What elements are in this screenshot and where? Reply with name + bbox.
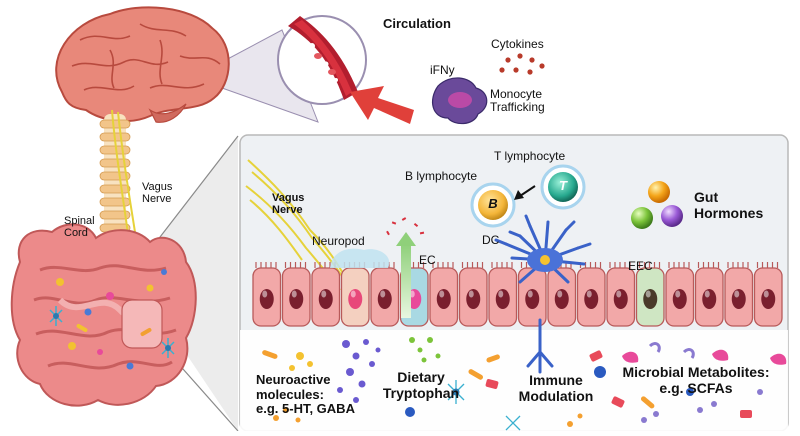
microvilli [638, 262, 661, 268]
label-dietary-tryptophan: Dietary Tryptophan [378, 369, 464, 401]
nucleus-highlight [763, 290, 769, 298]
label-neuroactive-line3: e.g. 5-HT, GABA [256, 401, 355, 417]
hormone-orange [648, 181, 670, 203]
nucleus-highlight [616, 290, 622, 298]
microvilli [432, 262, 454, 268]
label-circulation: Circulation [383, 16, 451, 31]
label-b-letter: B [488, 196, 498, 211]
nucleus-highlight [734, 290, 740, 298]
t-to-b-arrow [514, 185, 536, 200]
monocyte [431, 77, 488, 125]
blood-vessel-zoom [277, 15, 367, 105]
lumen-microbes [262, 337, 787, 431]
label-dietary-line2: Tryptophan [382, 384, 460, 401]
label-vagus-panel-line2: Nerve [272, 204, 303, 217]
microvilli [255, 262, 277, 268]
tryptophan-arrow-shaft [401, 244, 411, 318]
label-t-letter: T [559, 178, 567, 193]
tryptophan-arrow-head [396, 232, 416, 246]
label-neuroactive: Neuroactive molecules: e.g. 5-HT, GABA [256, 372, 355, 417]
intestine [10, 223, 197, 407]
microvilli [756, 262, 779, 268]
label-gut-hormones-line2: Hormones [694, 204, 764, 221]
microvilli [284, 262, 307, 268]
label-monocyte-trafficking: Monocyte Trafficking [490, 87, 545, 115]
nucleus-highlight [586, 290, 592, 298]
microvilli [314, 262, 336, 268]
nucleus-highlight [498, 290, 504, 298]
t-lymphocyte [540, 164, 586, 210]
label-immune-line1: Immune [529, 372, 583, 388]
label-cytokines: Cytokines [491, 37, 544, 51]
label-neuroactive-line1: Neuroactive [256, 372, 331, 387]
label-b-lymphocyte: B lymphocyte [405, 169, 478, 183]
label-ec: EC [419, 253, 436, 267]
hormone-purple [661, 205, 683, 227]
label-dietary-line1: Dietary [397, 369, 445, 385]
label-vagus-left-line2: Nerve [142, 193, 172, 206]
nucleus-highlight [321, 290, 327, 298]
nucleus-highlight [527, 290, 533, 298]
brain [55, 6, 230, 123]
label-monocyte-line2: Trafficking [490, 100, 545, 115]
microvilli [461, 262, 484, 268]
label-spinal-line2: Cord [64, 227, 88, 240]
nucleus-highlight [468, 290, 474, 298]
vagus-nerve-panel [245, 159, 353, 291]
nucleus-highlight [380, 290, 386, 298]
epithelial-cell-layer [252, 248, 783, 327]
label-ifny: iFNy [430, 63, 455, 77]
b-lymphocyte [470, 182, 516, 228]
label-t-lymphocyte: T lymphocyte [494, 149, 566, 163]
label-immune-modulation: Immune Modulation [512, 372, 600, 404]
microvilli [727, 262, 749, 268]
label-spinal-cord: Spinal Cord [64, 215, 95, 240]
nucleus-highlight [439, 290, 445, 298]
label-spinal-line1: Spinal [64, 215, 95, 227]
label-microbial-line2: e.g. SCFAs [659, 379, 733, 396]
microvilli [491, 262, 513, 268]
hormone-green [631, 207, 653, 229]
label-vagus-nerve-left: Vagus Nerve [142, 181, 172, 206]
label-neuroactive-line2: molecules: [256, 386, 324, 402]
red-particles [386, 217, 425, 236]
nucleus-highlight [675, 290, 681, 298]
label-dc: DC [482, 233, 500, 247]
microvilli [697, 262, 720, 268]
neuropod-dome [330, 248, 390, 268]
monocyte-to-circulation-arrow [350, 86, 414, 124]
label-vagus-nerve-panel: Vagus Nerve [272, 192, 304, 217]
dendritic-cell-extension [526, 318, 554, 374]
label-vagus-panel-line1: Vagus [272, 192, 305, 204]
label-vagus-left-line1: Vagus [142, 181, 173, 193]
label-immune-line2: Modulation [518, 387, 594, 404]
label-microbial-line1: Microbial Metabolites: [622, 364, 770, 380]
microvilli [609, 262, 631, 268]
label-gut-hormones-line1: Gut [694, 189, 719, 205]
nucleus-highlight [291, 290, 297, 298]
nucleus-highlight [262, 290, 268, 298]
label-eec: EEC [628, 259, 653, 273]
cytokines-dots [499, 53, 545, 75]
nucleus-highlight [645, 290, 651, 298]
label-microbial-metabolites: Microbial Metabolites: e.g. SCFAs [612, 364, 780, 396]
label-gut-hormones: Gut Hormones [694, 189, 764, 221]
nucleus-highlight [350, 290, 356, 298]
nucleus-highlight [557, 290, 563, 298]
nucleus-highlight [704, 290, 710, 298]
label-neuropod: Neuropod [312, 234, 365, 248]
label-monocyte-line1: Monocyte [490, 87, 543, 101]
microvilli [668, 262, 690, 268]
